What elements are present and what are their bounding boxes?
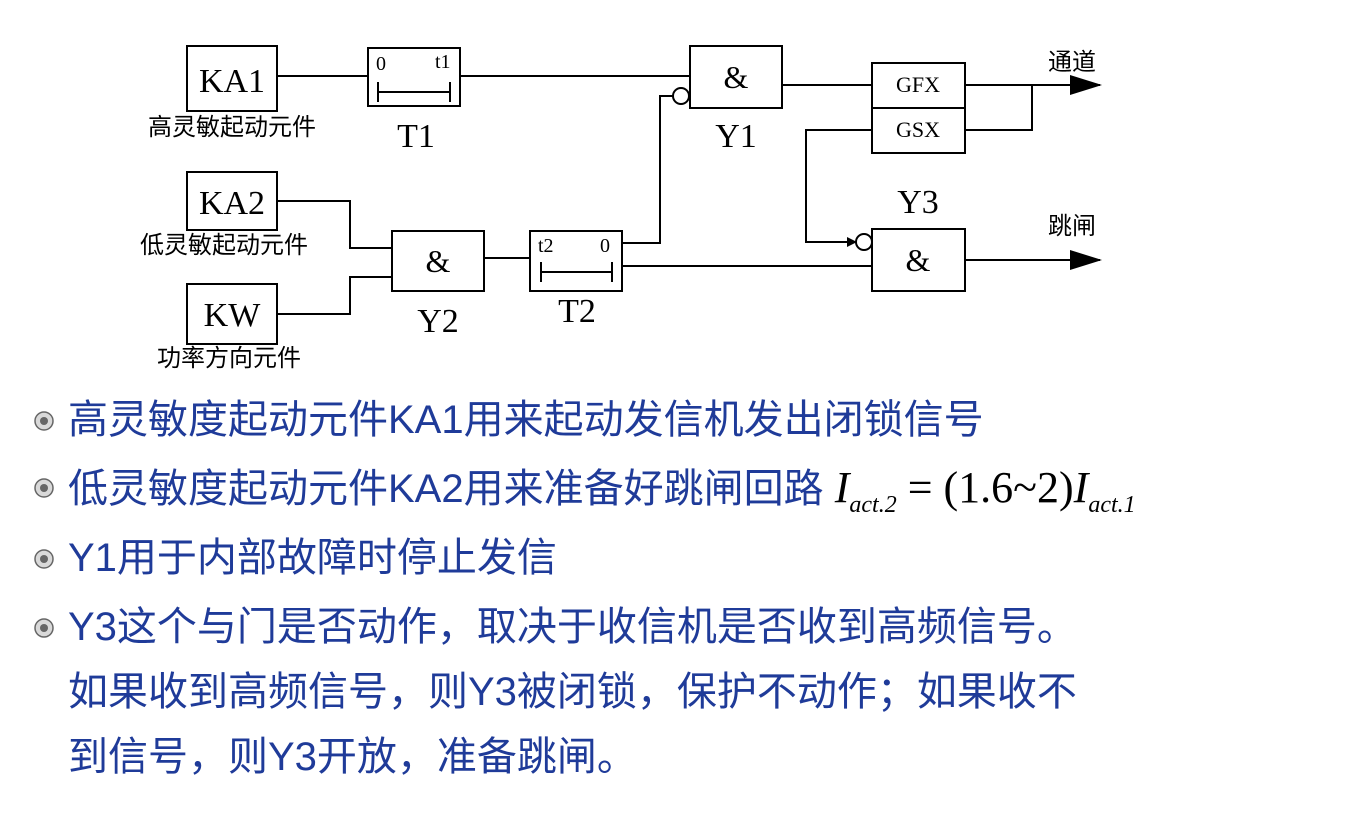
y3-gate-symbol: & (906, 242, 931, 278)
y1-caption: Y1 (715, 118, 757, 155)
kw-box (186, 283, 278, 345)
wire-t2-y1 (622, 95, 673, 244)
kw-label: KW (204, 297, 262, 334)
bullet-icon (34, 549, 54, 569)
bullet-1-text: 高灵敏度起动元件KA1用来起动发信机发出闭锁信号 (68, 398, 984, 442)
wire-ka2-y2 (277, 200, 392, 249)
bullet-icon (34, 411, 54, 431)
gfx-label: GFX (896, 72, 940, 97)
bullet-2-text: 低灵敏度起动元件KA2用来准备好跳闸回路 Iact.2 = (1.6~2)Iac… (68, 457, 1136, 536)
formula-sub2: act.1 (1088, 492, 1136, 518)
formula-i2: I (1073, 463, 1089, 512)
t2-left-text: t2 (538, 235, 554, 257)
channel-label: 通道 (1048, 49, 1096, 76)
formula-sub1: act.2 (849, 492, 897, 518)
y2-gate-box (391, 230, 485, 292)
t1-bar (377, 82, 451, 102)
bullet-4-line-3: 到信号，则Y3开放，准备跳闸。 (68, 735, 637, 779)
formula-i1: I (834, 463, 850, 512)
t2-timer-box (529, 230, 623, 292)
bullet-2-formula: Iact.2 = (1.6~2)Iact.1 (834, 463, 1136, 518)
t2-bar (540, 262, 613, 282)
bullet-icon (34, 618, 54, 638)
t1-caption: T1 (397, 118, 435, 155)
formula-mid: = (1.6~2) (896, 463, 1074, 512)
ka1-box (186, 45, 278, 112)
wire-gsx-y3 (805, 129, 872, 247)
y3-caption: Y3 (897, 184, 939, 221)
gsx-label: GSX (896, 117, 940, 142)
ka1-caption: 高灵敏起动元件 (148, 114, 316, 141)
bullet-2-body: 低灵敏度起动元件KA2用来准备好跳闸回路 (68, 467, 824, 511)
ka2-label: KA2 (199, 185, 265, 222)
t1-right-text: t1 (435, 51, 451, 73)
t1-left-text: 0 (376, 53, 386, 75)
wire-kw-y2 (277, 276, 392, 315)
t1-timer-box (367, 47, 461, 107)
bullet-icon (34, 478, 54, 498)
y1-gate-symbol: & (724, 59, 749, 95)
gsx-box (871, 107, 966, 154)
bullet-4-line-2: 如果收到高频信号，则Y3被闭锁，保护不动作；如果收不 (68, 670, 1077, 714)
logic-diagram: KA1 高灵敏起动元件 KA2 低灵敏起动元件 KW 功率方向元件 0 t1 T… (140, 45, 1102, 372)
bullet-3-text: Y1用于内部故障时停止发信 (68, 536, 557, 580)
wire-gsx-loop (965, 85, 1033, 131)
ka2-caption: 低灵敏起动元件 (140, 232, 308, 259)
y1-gate-box (689, 45, 783, 109)
trip-label: 跳闸 (1048, 213, 1096, 240)
ka1-label: KA1 (199, 63, 265, 100)
t2-right-text: 0 (600, 235, 610, 257)
kw-caption: 功率方向元件 (157, 345, 301, 372)
t2-caption: T2 (558, 293, 596, 330)
y2-caption: Y2 (417, 303, 459, 340)
bullet-4-line-1: Y3这个与门是否动作，取决于收信机是否收到高频信号。 (68, 605, 1077, 649)
y2-gate-symbol: & (426, 243, 451, 279)
